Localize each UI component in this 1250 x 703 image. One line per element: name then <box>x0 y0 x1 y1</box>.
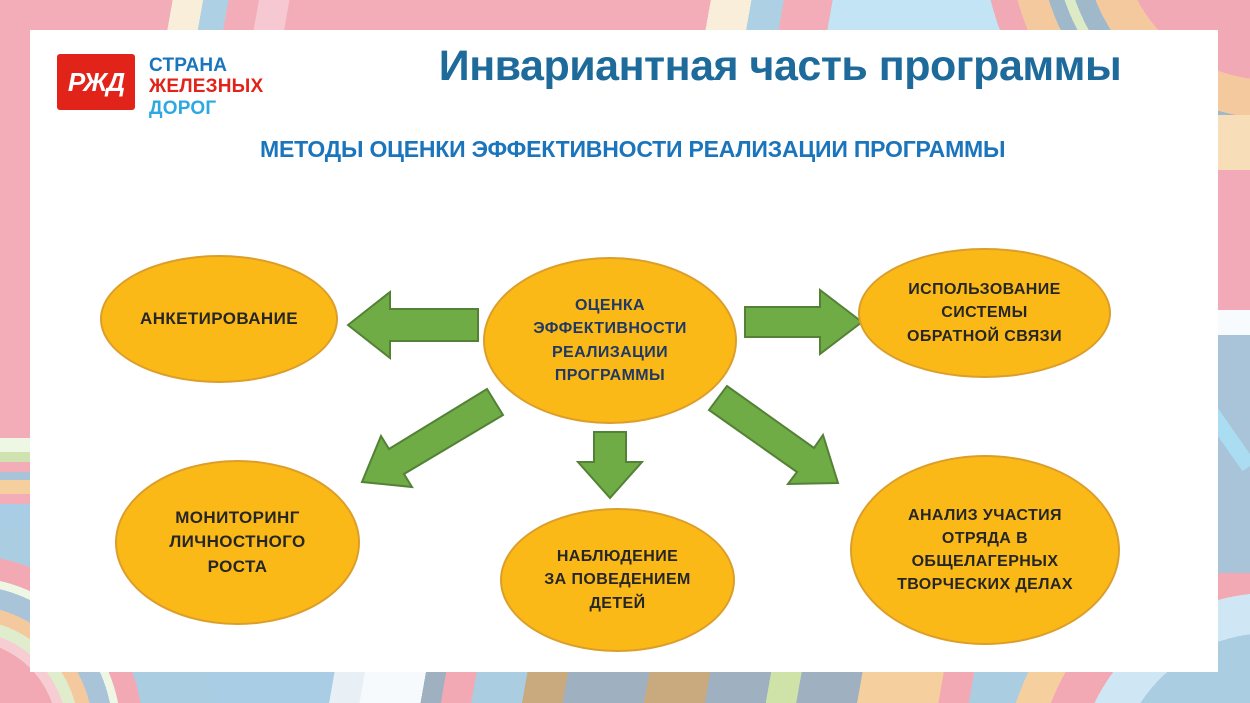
node-label: МОНИТОРИНГ ЛИЧНОСТНОГО РОСТА <box>169 507 306 576</box>
slide-canvas: РЖД СТРАНА ЖЕЛЕЗНЫХ ДОРОГ Инвариантная ч… <box>30 30 1218 672</box>
arrow-right-icon <box>744 287 864 357</box>
node-feedback-system: ИСПОЛЬЗОВАНИЕ СИСТЕМЫ ОБРАТНОЙ СВЯЗИ <box>858 248 1111 378</box>
arrow-down-icon <box>575 431 645 500</box>
arrow-left-icon <box>346 289 479 361</box>
rzd-logo-text: СТРАНА ЖЕЛЕЗНЫХ ДОРОГ <box>149 54 263 119</box>
arrow-down-right-icon <box>707 384 840 486</box>
node-personal-growth-monitoring: МОНИТОРИНГ ЛИЧНОСТНОГО РОСТА <box>115 460 360 625</box>
node-children-behavior-observation: НАБЛЮДЕНИЕ ЗА ПОВЕДЕНИЕМ ДЕТЕЙ <box>500 508 735 652</box>
slide-subtitle: МЕТОДЫ ОЦЕНКИ ЭФФЕКТИВНОСТИ РЕАЛИЗАЦИИ П… <box>260 136 1006 162</box>
node-program-effectiveness-evaluation: ОЦЕНКА ЭФФЕКТИВНОСТИ РЕАЛИЗАЦИИ ПРОГРАММ… <box>483 257 737 424</box>
logo-brand-line-2: ЖЕЛЕЗНЫХ <box>149 76 264 98</box>
node-participation-analysis: АНАЛИЗ УЧАСТИЯ ОТРЯДА В ОБЩЕЛАГЕРНЫХ ТВО… <box>850 455 1120 645</box>
rzd-logo-mark-text: РЖД <box>67 66 125 97</box>
node-label: ОЦЕНКА ЭФФЕКТИВНОСТИ РЕАЛИЗАЦИИ ПРОГРАММ… <box>533 297 687 384</box>
arrows-layer <box>346 287 864 500</box>
node-anketirovanie: АНКЕТИРОВАНИЕ <box>100 255 338 383</box>
slide-title: Инвариантная часть программы <box>438 42 1122 90</box>
node-label: АНКЕТИРОВАНИЕ <box>140 308 298 328</box>
evaluation-methods-diagram: ОЦЕНКА ЭФФЕКТИВНОСТИ РЕАЛИЗАЦИИ ПРОГРАММ… <box>30 30 1218 672</box>
arrow-down-left-icon <box>360 387 505 489</box>
node-label: АНАЛИЗ УЧАСТИЯ ОТРЯДА В ОБЩЕЛАГЕРНЫХ ТВО… <box>897 506 1073 594</box>
node-label: НАБЛЮДЕНИЕ ЗА ПОВЕДЕНИЕМ ДЕТЕЙ <box>544 548 691 612</box>
logo-brand-line-3: ДОРОГ <box>149 97 217 119</box>
rzd-logo: РЖД СТРАНА ЖЕЛЕЗНЫХ ДОРОГ <box>57 54 263 119</box>
logo-brand-line-1: СТРАНА <box>149 55 228 76</box>
node-label: ИСПОЛЬЗОВАНИЕ СИСТЕМЫ ОБРАТНОЙ СВЯЗИ <box>906 281 1063 345</box>
rzd-logo-mark: РЖД <box>57 54 135 110</box>
